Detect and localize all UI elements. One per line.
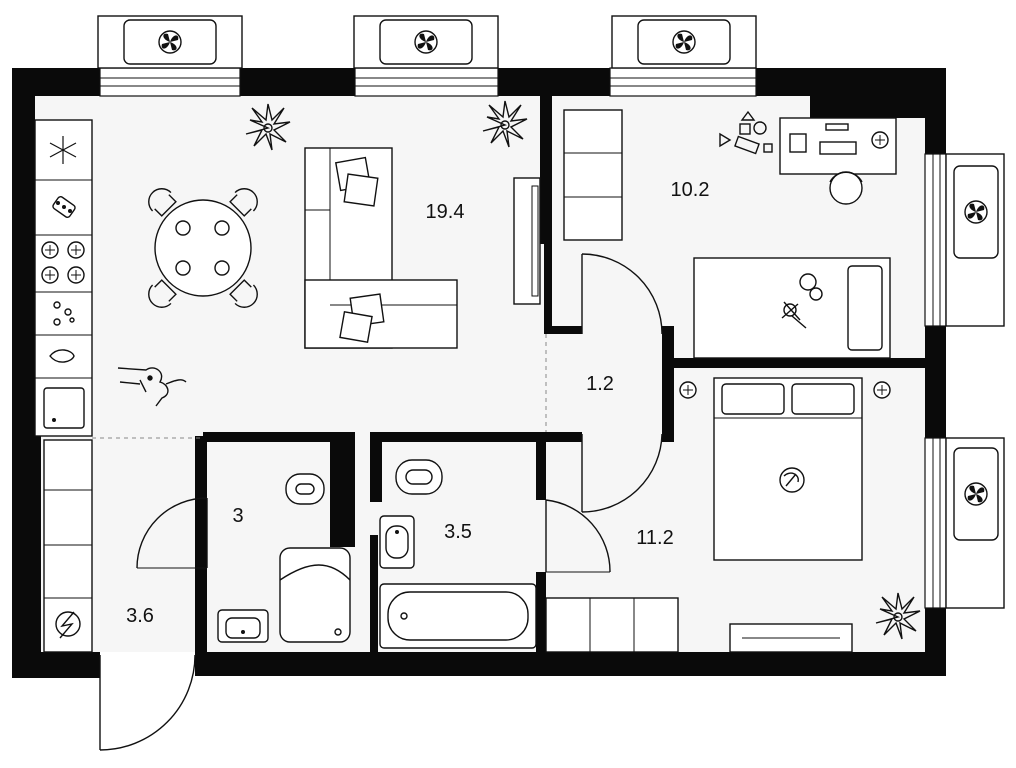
toy-icon: [719, 110, 773, 155]
sink-icon: [53, 301, 75, 326]
window-right-upper: [924, 153, 1005, 327]
wardrobe-large-bedroom: [545, 597, 853, 653]
fan-icon: [953, 447, 999, 541]
sink-bowl-icon: [49, 349, 75, 363]
snowflake-icon: [49, 136, 77, 164]
toy-icon: [781, 273, 823, 329]
window-top-middle: [353, 15, 499, 97]
window-top-left: [97, 15, 243, 97]
fan-icon: [123, 19, 217, 65]
toilet-room: [217, 473, 351, 643]
desk: [779, 117, 897, 205]
area-label-entrance-hall: 3.6: [126, 605, 154, 627]
oven-icon: [43, 387, 85, 429]
fan-icon: [953, 165, 999, 259]
cat-icon: [779, 467, 805, 493]
fan-icon: [637, 19, 731, 65]
window-right-lower: [924, 437, 1005, 609]
area-label-toilet: 3: [232, 505, 243, 527]
toilet-door: [136, 497, 208, 569]
hall-door: [581, 253, 663, 513]
area-label-bedroom-small: 10.2: [671, 179, 710, 201]
tv-stand: [513, 177, 541, 305]
area-label-bathroom: 3.5: [444, 521, 472, 543]
wardrobe-small-bedroom: [563, 109, 623, 241]
kitchen-units: [34, 119, 93, 437]
bathroom-fixtures: [379, 459, 537, 649]
area-label-bedroom-large: 11.2: [636, 527, 673, 549]
area-label-hall-inner: 1.2: [586, 373, 614, 395]
area-label-living-kitchen: 19.4: [426, 201, 465, 223]
window-top-right: [609, 15, 757, 97]
dining-set: [142, 182, 264, 314]
entrance-door: [99, 652, 196, 751]
electric-panel-icon: [55, 611, 81, 639]
child-bed: [693, 257, 891, 359]
double-bed: [679, 377, 891, 561]
sofa: [304, 147, 458, 349]
bathroom-door: [545, 499, 611, 573]
kettle-icon: [52, 196, 76, 218]
walls: [12, 68, 946, 678]
fan-icon: [379, 19, 473, 65]
dog-icon: [117, 367, 187, 407]
